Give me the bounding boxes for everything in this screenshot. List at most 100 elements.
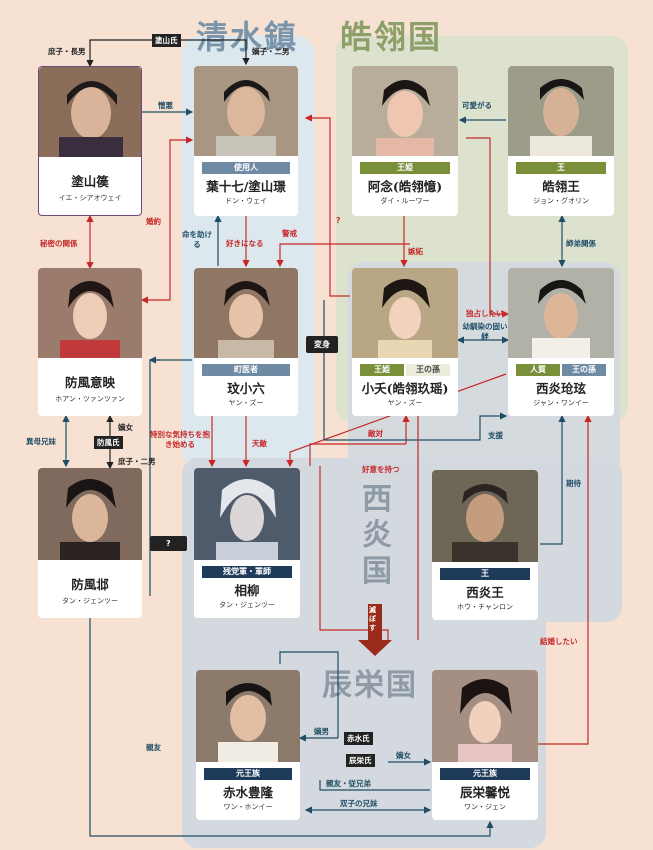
label-keikai: 警戒 [282,229,297,238]
reading-seienou: ホウ・チャンロン [457,603,513,611]
box-tozanshi: 塗山氏 [152,34,181,47]
reading-bofuiei: ホアン・ツァンツァン [55,395,125,403]
name-anen: 阿念(皓翎憶) [367,179,443,194]
label-chakujo: 嫡女 [118,423,133,432]
tag-shineikinetsu: 元王族 [440,768,530,780]
card-yoshunana[interactable]: 使用人 葉十七/塗山璟 ドン・ウェイ [194,66,298,216]
name-kokuou: 皓翎王 [542,179,580,194]
card-shineikinetsu[interactable]: 元王族 辰栄馨悦 ワン・ジェン [432,670,538,820]
card-sekisuihoryu[interactable]: 元王族 赤水豊隆 ワン・ホンイー [196,670,300,820]
card-bunshoroku[interactable]: 町医者 玟小六 ヤン・ズー [194,268,298,416]
card-toshanten[interactable]: 塗山篌 イエ・シアオウェイ [38,66,142,216]
card-seienshin[interactable]: 人質王の孫 西炎玱玹 ジャン・ワンイー [508,268,614,416]
photo-soryu [194,468,300,560]
photo-bofuiei [38,268,142,358]
reading-seienshin: ジャン・ワンイー [533,399,589,407]
card-soryu[interactable]: 残党軍・軍師 相柳 タン・ジェンツー [194,468,300,618]
label-kawaigaru: 可愛がる [462,101,492,110]
photo-bunshoroku [194,268,298,358]
title-kokokoku: 皓翎国 [340,18,443,56]
photo-seienshin [508,268,614,358]
card-seienou[interactable]: 王 西炎王 ホウ・チャンロン [432,470,538,620]
label-tekitai: 敵対 [368,429,383,438]
label-koui: 好意を持つ [362,465,400,474]
label-shitei: 師弟関係 [566,239,596,248]
reading-soryu: タン・ジェンツー [219,601,275,609]
reading-bofuhai: タン・ジェンツー [62,597,118,605]
label-shien: 支援 [488,431,503,440]
name-yoshunana: 葉十七/塗山璟 [206,179,286,194]
label-osananajimi: 幼馴染の固い絆 [462,322,508,341]
name-seienou: 西炎王 [466,585,504,600]
tag-seienshin-2: 王の孫 [562,364,606,376]
card-anen[interactable]: 王姫 阿念(皓翎憶) ダイ・ルーワー [352,66,458,216]
box-henshin: 変身 [306,336,338,353]
name-toshanten: 塗山篌 [71,174,109,189]
label-q: ? [336,216,341,225]
label-shitto: 嫉妬 [408,247,423,256]
label-tenteki: 天敵 [252,439,267,448]
card-shoyo[interactable]: 王姫王の孫 小夭(皓翎玖瑶) ヤン・ズー [352,268,458,416]
photo-shoyo [352,268,458,358]
label-shinyu: 親友 [146,743,161,752]
label-dokusen: 独占したい [466,309,504,318]
tag-sekisuihoryu: 元王族 [204,768,292,780]
tag-shoyo-2: 王の孫 [406,364,450,376]
card-bofuiei[interactable]: 防風意映 ホアン・ツァンツァン [38,268,142,416]
tag-anen: 王姫 [360,162,450,174]
label-chakushi-jinan: 嫡子・二男 [252,47,290,56]
photo-yoshunana [194,66,298,156]
name-shoyo: 小夭(皓翎玖瑶) [361,381,449,396]
reading-shineikinetsu: ワン・ジェン [464,803,506,811]
reading-shoyo: ヤン・ズー [387,399,423,407]
card-bofuhai[interactable]: 防風邶 タン・ジェンツー [38,468,142,618]
photo-bofuhai [38,468,142,560]
label-shinyu-juu: 親友・従兄弟 [326,779,371,788]
label-shoshi-jinan: 庶子・二男 [118,457,156,466]
box-question: ? [150,536,187,551]
reading-bunshoroku: ヤン・ズー [228,399,264,407]
tag-shoyo-1: 王姫 [360,364,404,376]
photo-sekisuihoryu [196,670,300,762]
photo-kokuou [508,66,614,156]
reading-sekisuihoryu: ワン・ホンイー [223,803,273,811]
label-zoo: 憎悪 [158,101,173,110]
label-tokubetsu: 特別な気持ちを抱き始める [150,430,210,449]
label-sukini: 好きになる [226,239,264,248]
title-seienkoku: 西炎国 [362,482,394,589]
tag-yoshunana: 使用人 [202,162,290,174]
label-inochi: 命を助ける [182,230,212,249]
photo-toshanten [39,67,141,157]
reading-kokuou: ジョン・グオリン [533,197,589,205]
reading-yoshunana: ドン・ウェイ [225,197,267,205]
label-kekkon: 結婚したい [540,637,578,646]
photo-seienou [432,470,538,562]
label-chakujo2: 嫡女 [396,751,411,760]
tag-kokuou: 王 [516,162,606,174]
reading-anen: ダイ・ルーワー [380,197,430,205]
label-konyaku: 婚約 [146,217,161,226]
reading-toshanten: イエ・シアオウェイ [58,194,122,202]
label-ibo: 異母兄妹 [26,437,56,446]
name-bunshoroku: 玟小六 [227,381,265,396]
name-soryu: 相柳 [234,583,260,598]
box-shineishi: 辰栄氏 [346,754,375,767]
card-kokuou[interactable]: 王 皓翎王 ジョン・グオリン [508,66,614,216]
tag-soryu: 残党軍・軍師 [202,566,292,578]
photo-shineikinetsu [432,670,538,762]
photo-anen [352,66,458,156]
tag-seienshin-1: 人質 [516,364,560,376]
box-bofushi: 防風氏 [94,436,123,449]
name-bofuhai: 防風邶 [71,577,109,592]
label-himitsu: 秘密の関係 [40,239,78,248]
tag-bunshoroku: 町医者 [202,364,290,376]
label-futago: 双子の兄妹 [340,799,378,808]
tag-seienou: 王 [440,568,530,580]
label-kitai: 期待 [566,479,581,488]
box-sekisuishi: 赤水氏 [344,732,373,745]
name-bofuiei: 防風意映 [64,375,115,390]
name-shineikinetsu: 辰栄馨悦 [459,785,510,800]
name-sekisuihoryu: 赤水豊隆 [222,785,273,800]
label-chakunan: 嫡男 [314,727,329,736]
